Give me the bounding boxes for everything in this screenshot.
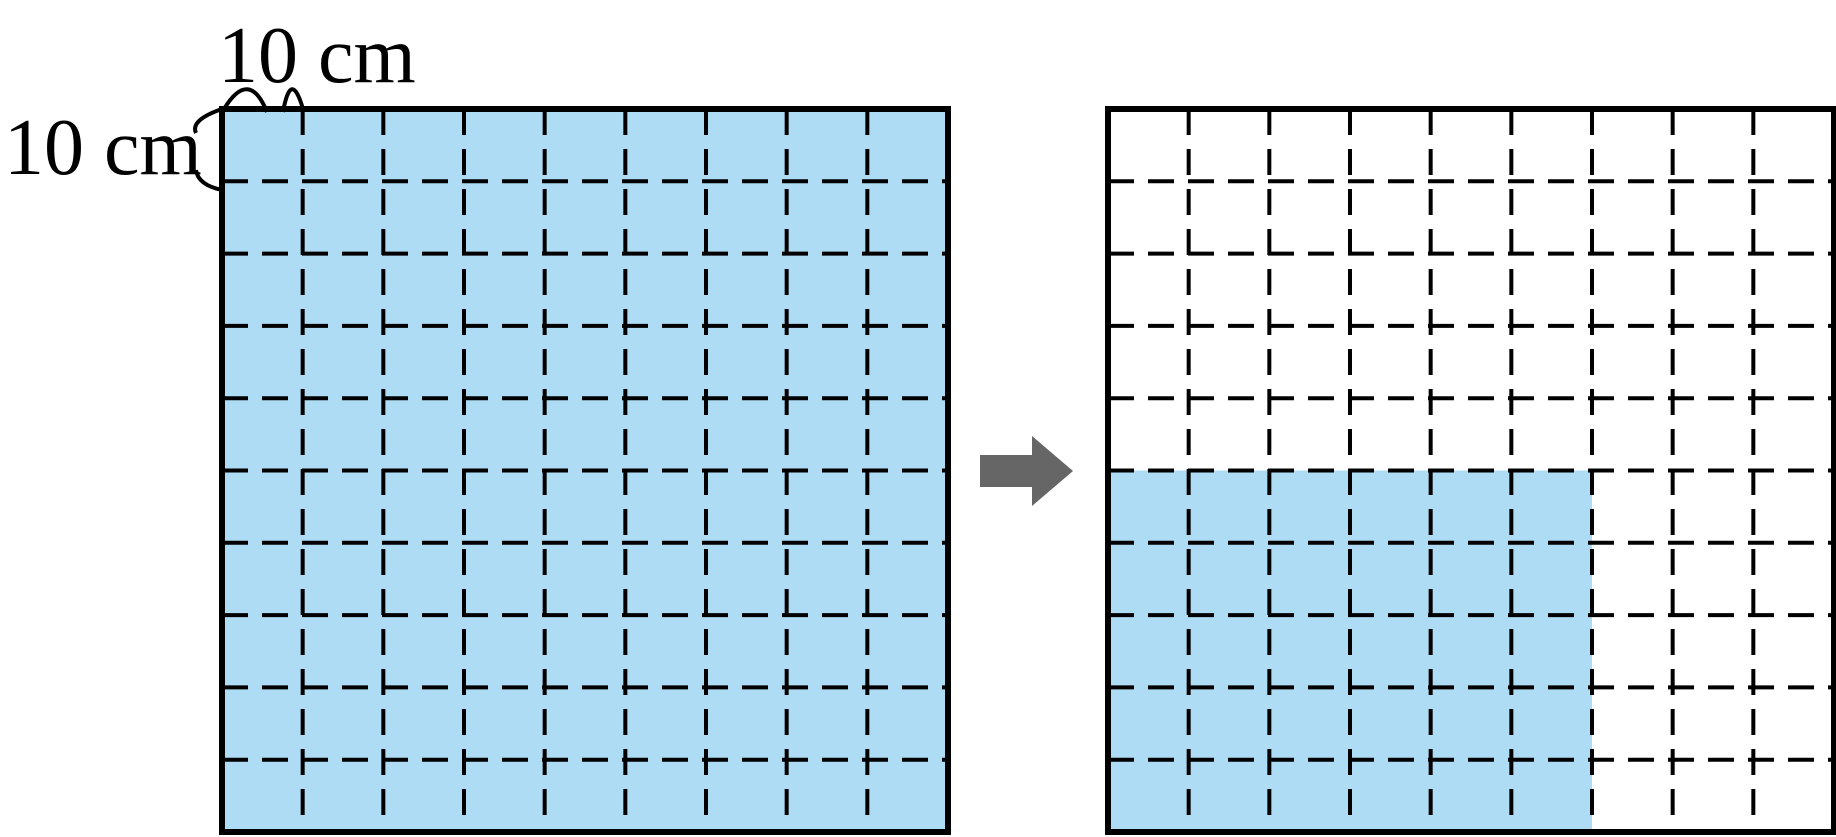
left-dimension-bracket: [193, 107, 223, 192]
left-vertical-dashed-lines: [300, 109, 870, 832]
left-grid-square: [219, 106, 951, 835]
right-grid-square: [1105, 106, 1836, 835]
right-vertical-dashed-lines: [1186, 109, 1756, 832]
left-dimension-label: 10 cm: [4, 104, 202, 192]
right-horizontal-dashed-lines: [1108, 179, 1834, 762]
left-square-border: [219, 106, 951, 835]
top-dimension-bracket: [222, 87, 305, 113]
right-arrow-icon: [980, 436, 1073, 506]
left-horizontal-dashed-lines: [222, 179, 948, 762]
right-square-border: [1105, 106, 1836, 835]
top-dimension-label: 10 cm: [218, 12, 416, 100]
